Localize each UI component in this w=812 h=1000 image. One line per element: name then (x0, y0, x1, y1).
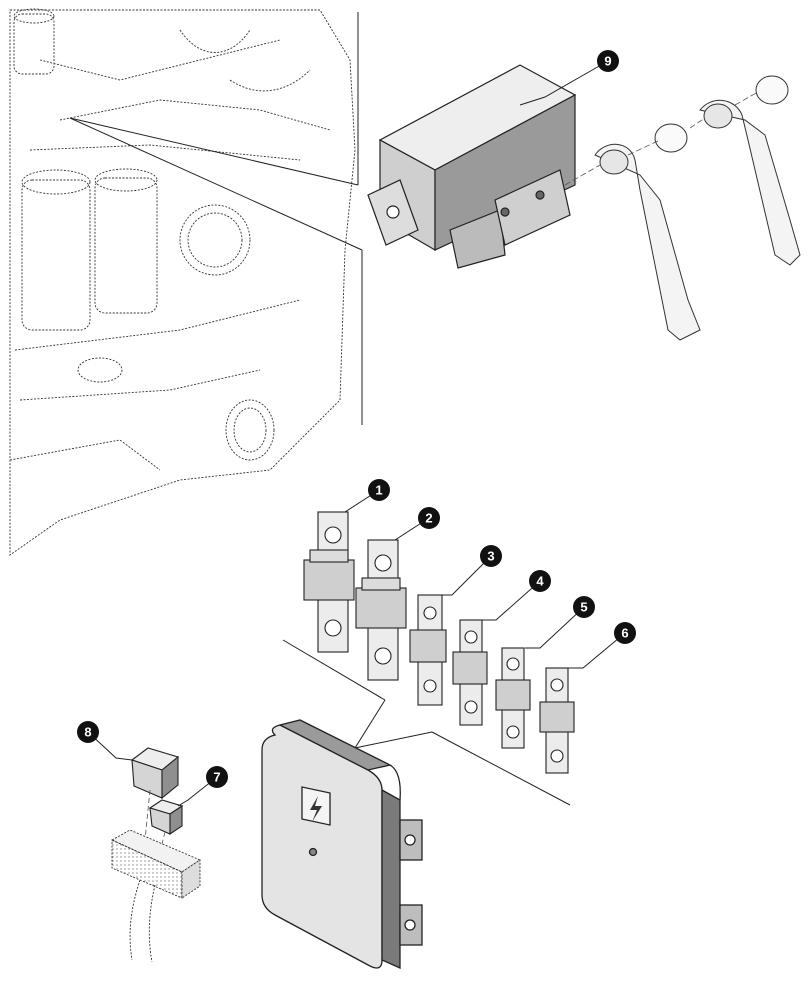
callout-3: 3 (480, 545, 502, 567)
callout-2: 2 (418, 507, 440, 529)
callout-circle (368, 479, 390, 501)
engine-illustration (9, 8, 356, 556)
callout-5: 5 (573, 596, 595, 618)
fuse-6 (539, 667, 575, 774)
relay-small-part (148, 799, 184, 836)
callout-8: 8 (77, 721, 99, 743)
callout-number: 6 (621, 626, 628, 641)
callout-4: 4 (529, 570, 551, 592)
relay-large-part (130, 747, 180, 800)
callout-circle (418, 507, 440, 529)
fuse-4 (452, 619, 488, 726)
callout-number: 3 (487, 549, 494, 564)
callout-number: 4 (536, 574, 544, 589)
callout-number: 2 (425, 511, 432, 526)
callout-number: 9 (604, 54, 611, 69)
callout-leaders (87, 60, 626, 807)
callout-circle (573, 596, 595, 618)
fuse-1 (303, 511, 355, 653)
relay-socket-part (111, 829, 201, 963)
callout-circle (77, 721, 99, 743)
callout-circle (614, 622, 636, 644)
assembly-dashes (564, 91, 759, 186)
callout-circle (529, 570, 551, 592)
callout-circle (206, 766, 228, 788)
callout-number: 8 (84, 725, 91, 740)
callout-number: 1 (375, 483, 382, 498)
fuse-5 (495, 647, 531, 749)
fuse-box-pointer (282, 639, 571, 806)
callout-6: 6 (614, 622, 636, 644)
solenoid-relay-part (367, 64, 577, 269)
callout-9: 9 (597, 50, 619, 72)
fuse-3 (409, 594, 447, 706)
callout-number: 7 (213, 770, 220, 785)
fuse-2 (355, 539, 407, 681)
callout-number: 5 (580, 600, 587, 615)
callout-markers: 1 2 3 4 5 6 7 8 9 (77, 50, 636, 788)
fuse-box-part (261, 719, 423, 970)
callout-circle (480, 545, 502, 567)
callout-circle (597, 50, 619, 72)
callout-7: 7 (206, 766, 228, 788)
callout-1: 1 (368, 479, 390, 501)
detail-leader-lines (69, 12, 363, 425)
cable-terminals (594, 75, 801, 341)
